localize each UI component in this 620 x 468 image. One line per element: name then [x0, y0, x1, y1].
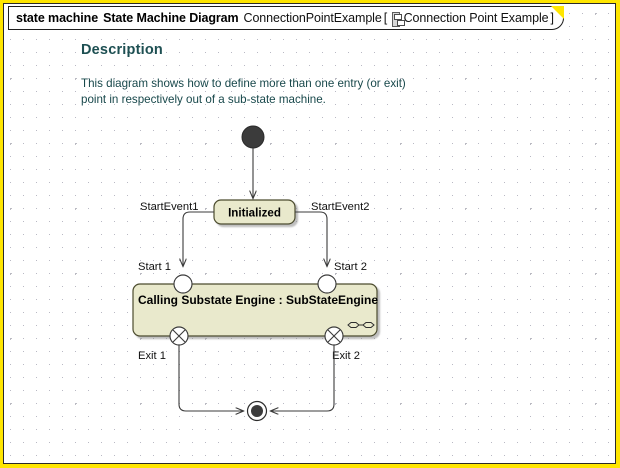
entry-point-start2[interactable] [317, 274, 337, 294]
final-state[interactable] [246, 400, 268, 422]
entry-point-start2-label: Start 2 [334, 261, 367, 273]
entry-point-start1[interactable] [173, 274, 193, 294]
header-diagram-type: State Machine Diagram [103, 11, 239, 25]
initial-pseudostate[interactable] [241, 125, 265, 149]
header-bracket-open: [ [383, 11, 388, 25]
transition-startevent2-label: StartEvent2 [311, 201, 369, 213]
header-qualified-label: Connection Point Example [403, 11, 549, 25]
description-heading: Description [81, 42, 163, 58]
header-diagram-name: ConnectionPointExample [243, 11, 382, 25]
state-initialized-label: Initialized [228, 207, 281, 220]
state-calling-substate-engine[interactable]: Calling Substate Engine : SubStateEngine [132, 283, 378, 337]
exit-point-exit1[interactable] [169, 326, 189, 346]
transition-startevent1[interactable] [183, 211, 214, 266]
state-machine-canvas: Initialized StartEvent1 StartEvent2 Call… [132, 125, 378, 422]
transition-exit2-to-final[interactable] [271, 345, 335, 411]
state-machine-icon [392, 11, 406, 27]
exit-point-exit2-label: Exit 2 [332, 350, 360, 362]
description-body: This diagram shows how to define more th… [81, 77, 406, 106]
state-calling-substate-engine-shape[interactable] [132, 283, 378, 337]
diagram-frame-inner: state machine State Machine Diagram Conn… [3, 3, 616, 464]
state-calling-substate-engine-label: Calling Substate Engine : SubStateEngine [138, 293, 378, 307]
exit-point-exit1-label: Exit 1 [138, 350, 166, 362]
diagram-grid-background [4, 4, 615, 463]
exit-point-exit2[interactable] [324, 326, 344, 346]
diagram-header-tab[interactable]: state machine State Machine Diagram Conn… [8, 6, 564, 30]
transition-startevent2[interactable] [295, 211, 327, 266]
submachine-icon [347, 322, 375, 328]
transition-exit1-to-final[interactable] [178, 345, 243, 411]
header-keyword: state machine [16, 11, 99, 25]
transition-startevent1-label: StartEvent1 [140, 201, 198, 213]
entry-point-start1-label: Start 1 [138, 261, 171, 273]
state-initialized[interactable]: Initialized [213, 199, 296, 225]
